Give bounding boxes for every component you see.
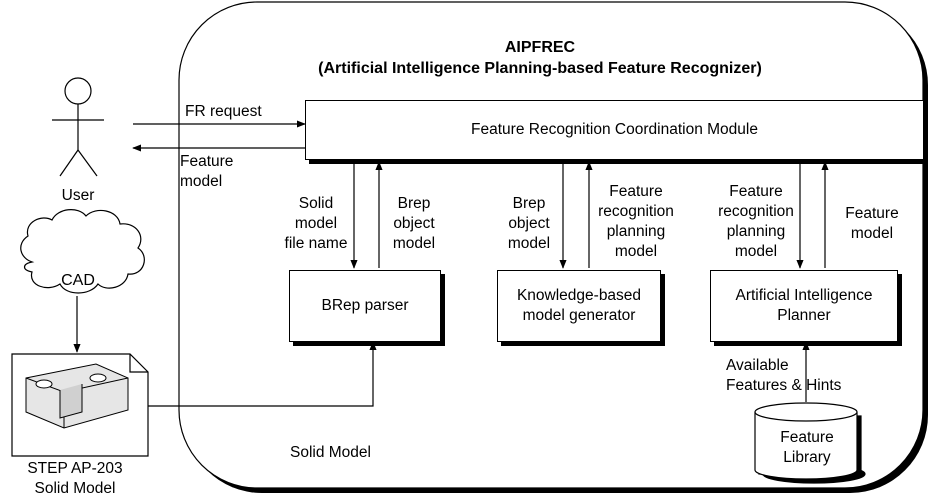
feature-model-in-label: Feature model [845, 205, 899, 242]
feature-model-out-label: Feature model [180, 153, 234, 190]
user-figure [52, 77, 104, 177]
user-label: User [61, 187, 95, 204]
model-generator-label: Knowledge-based model generator [516, 287, 642, 324]
diagram-title: AIPFREC [504, 39, 576, 56]
feature-library-cylinder [754, 402, 866, 484]
model-generator-box: Knowledge-based model generator [497, 270, 661, 342]
solid-file-name-label: Solid model file name [284, 195, 348, 252]
brep-object-model-label-1: Brep object model [392, 195, 436, 252]
ai-planner-label: Artificial Intelligence Planner [735, 287, 873, 324]
available-features-label: Available Features & Hints [726, 357, 842, 394]
brep-object-model-label-2: Brep object model [507, 195, 551, 252]
diagram-subtitle: (Artificial Intelligence Planning-based … [318, 60, 762, 77]
ai-planner-box: Artificial Intelligence Planner [710, 270, 898, 342]
fr-request-label: FR request [185, 103, 262, 120]
solid-model-label: Solid Model [290, 444, 371, 461]
step-to-brep-arrow [148, 341, 377, 407]
frp-model-label-2: Feature recognition planning model [718, 183, 794, 260]
feature-library-label: Feature Library [780, 429, 834, 466]
frp-model-label-1: Feature recognition planning model [598, 183, 674, 260]
coordination-module-label: Feature Recognition Coordination Module [471, 121, 758, 138]
brep-parser-box: BRep parser [289, 270, 441, 342]
cad-label: CAD [61, 272, 95, 289]
coordination-module-box: Feature Recognition Coordination Module [305, 100, 924, 160]
solid-part-icon [25, 363, 129, 429]
brep-parser-label: BRep parser [321, 297, 409, 314]
cad-cloud [20, 209, 145, 294]
step-model-label: STEP AP-203 Solid Model [27, 460, 123, 497]
